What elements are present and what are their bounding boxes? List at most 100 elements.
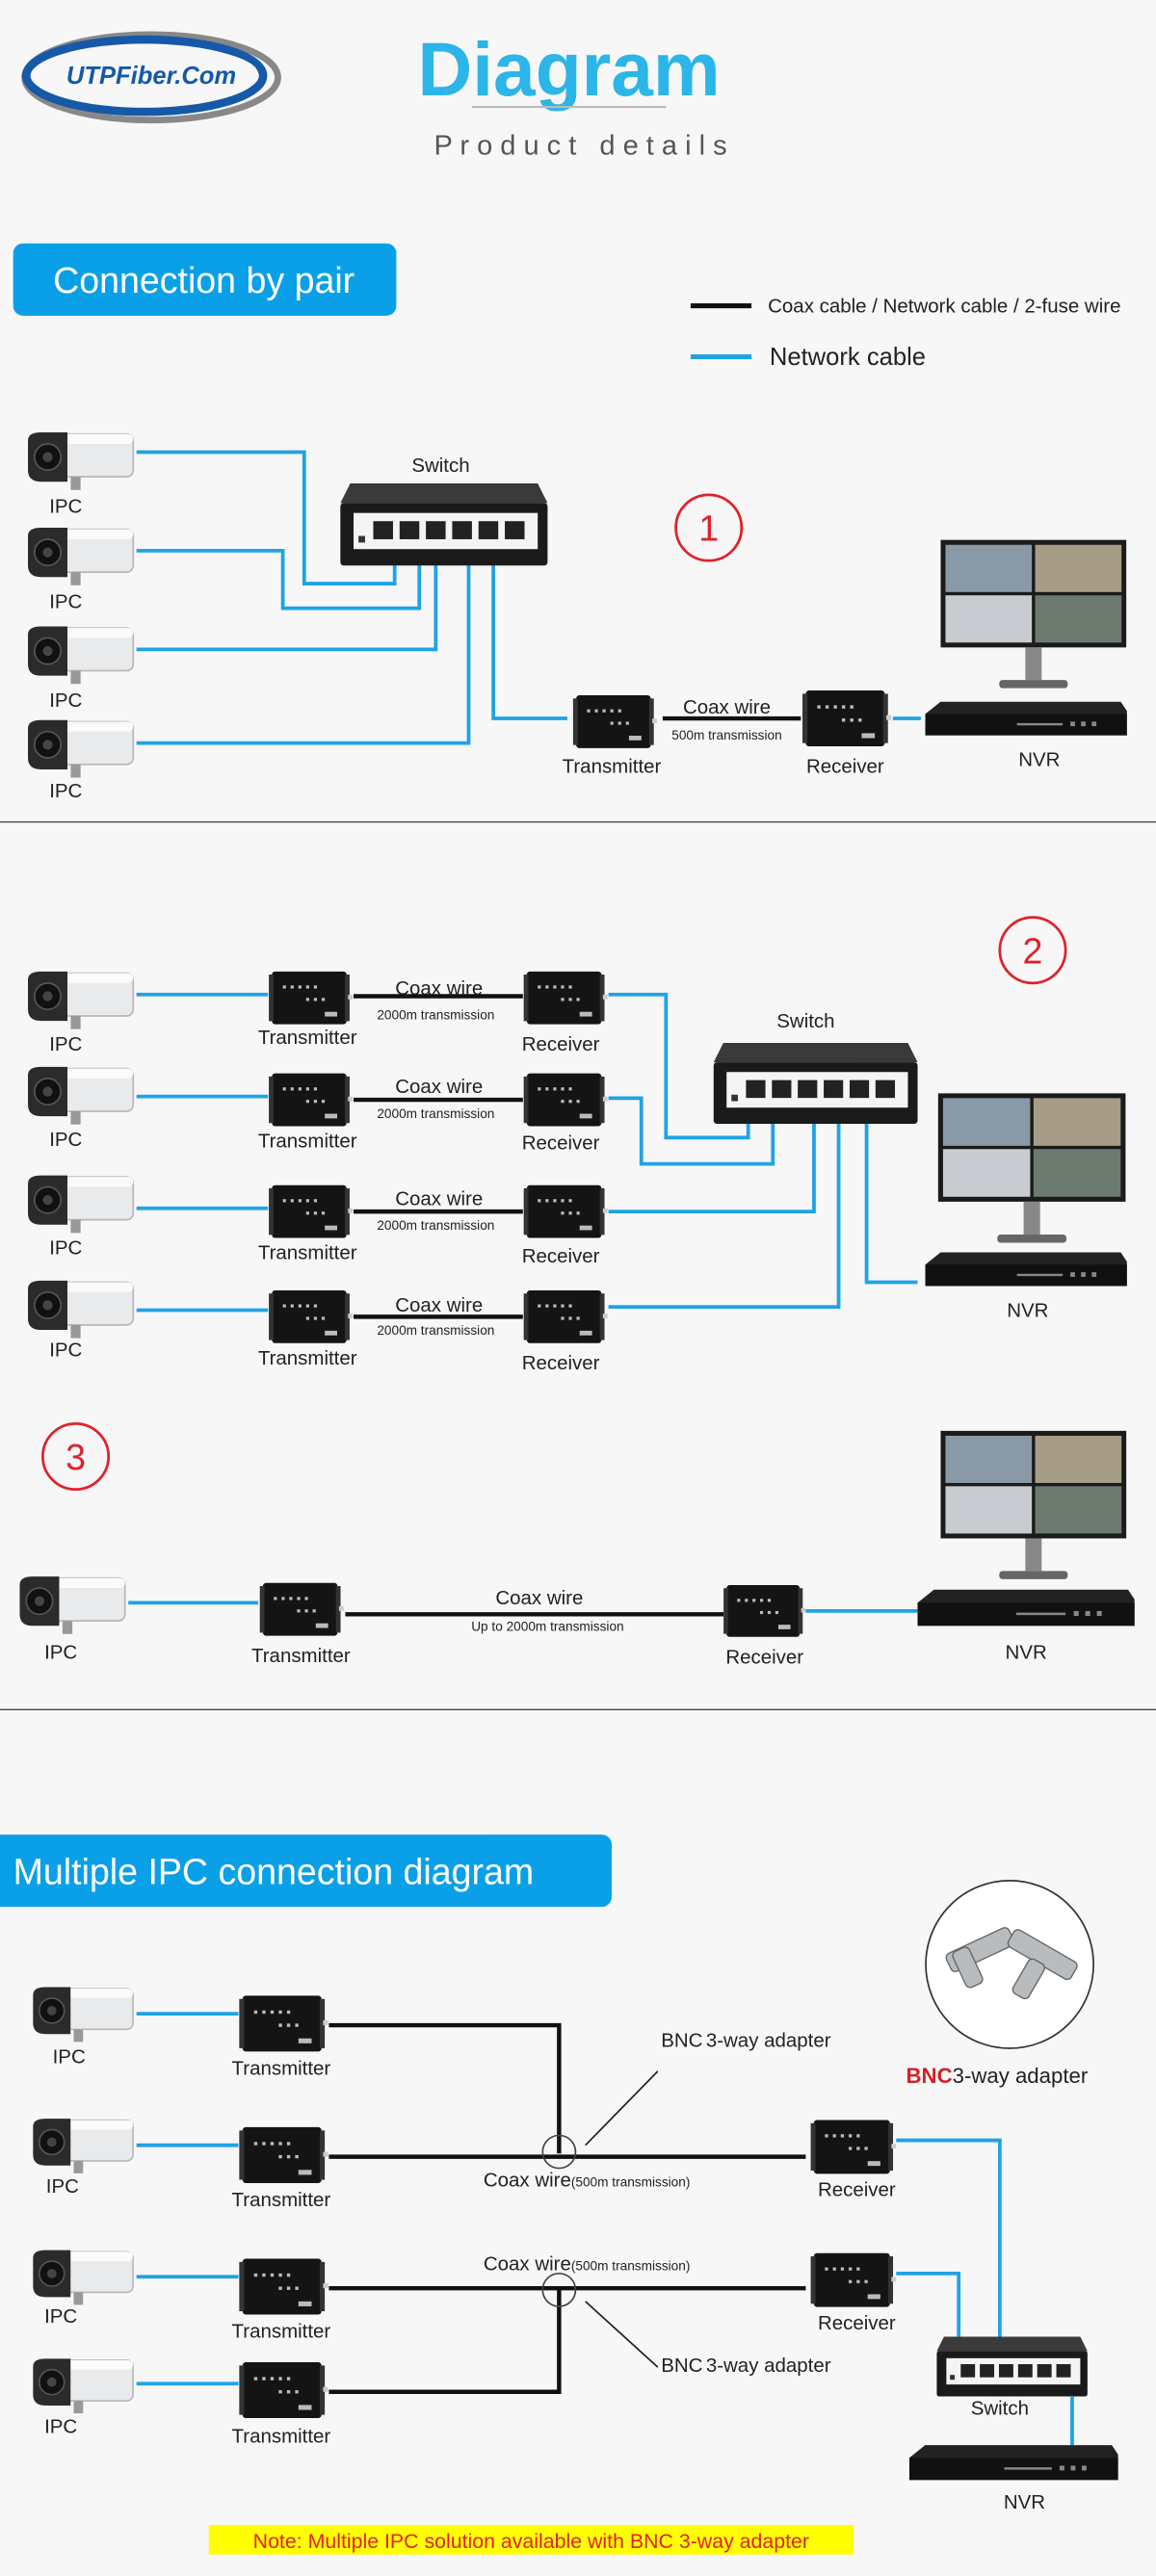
ipc-label: IPC xyxy=(49,1033,82,1055)
logo: UTPFiber.Com xyxy=(21,31,281,124)
switch-label: Switch xyxy=(411,455,469,477)
transmitter-device xyxy=(239,2362,328,2419)
step-number: 2 xyxy=(1023,930,1043,971)
transmitter-label: Transmitter xyxy=(232,2426,331,2448)
receiver-device xyxy=(802,690,892,747)
nvr-device xyxy=(908,2445,1118,2481)
receiver-label: Receiver xyxy=(806,755,884,777)
nvr-label: NVR xyxy=(1006,1641,1047,1663)
switch-label: Switch xyxy=(776,1010,834,1032)
legend: Coax cable / Network cable / 2-fuse wire… xyxy=(690,295,1120,371)
step-number: 1 xyxy=(698,508,719,549)
step-number-badge xyxy=(674,493,744,562)
receiver-label: Receiver xyxy=(522,1352,600,1374)
ipc-label: IPC xyxy=(53,2045,86,2068)
transmitter-label: Transmitter xyxy=(251,1645,351,1667)
nvr-device xyxy=(917,1589,1135,1626)
coax-wire-label: Coax wire xyxy=(395,1076,483,1098)
switch-device xyxy=(936,2336,1088,2397)
ipc-label: IPC xyxy=(49,1129,82,1151)
receiver-device xyxy=(723,1585,806,1637)
ipc-camera xyxy=(27,1066,135,1126)
page-subtitle: P r o d u c t d e t a i l s xyxy=(434,131,727,162)
bnc-leader-line xyxy=(585,2070,659,2147)
diagram-2: IPC IPC IPC IPC Transmitter Transmitter … xyxy=(27,916,1127,1374)
step-number-badge xyxy=(41,1421,111,1491)
monitor xyxy=(940,539,1127,689)
ipc-label: IPC xyxy=(49,1237,82,1260)
coax-wire-label: Coax wire xyxy=(683,696,771,718)
ipc-label: IPC xyxy=(44,1641,77,1663)
ipc-camera xyxy=(27,625,135,686)
coax-wire-label: Coax wire xyxy=(395,1187,483,1210)
ipc-camera xyxy=(27,431,135,491)
nvr-device xyxy=(925,701,1127,736)
step-number-badge xyxy=(998,916,1067,985)
transmission-label: 500m transmission xyxy=(671,728,781,742)
transmitter-label: Transmitter xyxy=(258,1242,357,1264)
bnc-photo-caption: BNC3-way adapter xyxy=(906,2064,1089,2088)
receiver-label: Receiver xyxy=(522,1245,600,1267)
monitor xyxy=(937,1093,1126,1243)
receiver-device xyxy=(523,1073,608,1127)
transmitter-label: Transmitter xyxy=(258,1131,357,1153)
nvr-label: NVR xyxy=(1007,1299,1048,1321)
switch-device xyxy=(713,1042,918,1125)
bnc-leader-line xyxy=(585,2301,659,2368)
transmitter-device xyxy=(259,1582,344,1636)
receiver-label: Receiver xyxy=(522,1033,600,1055)
ipc-camera xyxy=(32,2249,134,2306)
receiver-device xyxy=(810,2120,897,2174)
connection-by-pair-button: Connection by pair xyxy=(13,243,397,316)
transmitter-device xyxy=(239,2126,328,2183)
transmitter-device xyxy=(269,1073,354,1127)
ipc-camera xyxy=(32,2118,134,2174)
transmitter-device xyxy=(269,971,354,1025)
transmitter-label: Transmitter xyxy=(563,755,662,777)
nvr-label: NVR xyxy=(1004,2491,1045,2513)
receiver-device xyxy=(810,2252,897,2307)
transmission-label: Up to 2000m transmission xyxy=(471,1619,623,1633)
ipc-camera xyxy=(32,2357,134,2414)
transmission-label: 2000m transmission xyxy=(377,1218,494,1233)
receiver-device xyxy=(523,1184,608,1238)
transmitter-label: Transmitter xyxy=(232,2057,331,2079)
ipc-camera xyxy=(27,718,135,779)
ipc-label: IPC xyxy=(49,1339,82,1361)
bnc-adapter-photo xyxy=(925,1880,1094,2049)
multiple-ipc-button: Multiple IPC connection diagram xyxy=(0,1834,612,1908)
ipc-label: IPC xyxy=(44,2415,77,2437)
ipc-camera xyxy=(27,1174,135,1235)
transmitter-label: Transmitter xyxy=(258,1027,357,1049)
transmitter-device xyxy=(239,1995,328,2052)
diagram-3: 3 IPC Transmitter Coax wire Up to 2000m … xyxy=(18,1421,1135,1669)
coax-wire-label: Coax wire(500m transmission) xyxy=(484,2169,691,2191)
ipc-label: IPC xyxy=(49,591,82,613)
multiple-ipc-diagram: IPC IPC IPC IPC Transmitter Transmitter … xyxy=(32,1880,1118,2555)
transmitter-device xyxy=(572,695,657,748)
note-highlight xyxy=(208,2524,854,2555)
nvr-device xyxy=(925,1252,1127,1287)
monitor xyxy=(940,1430,1127,1579)
ipc-label: IPC xyxy=(49,690,82,712)
transmitter-label: Transmitter xyxy=(232,2189,331,2211)
receiver-device xyxy=(523,971,608,1025)
note-text: Note: Multiple IPC solution available wi… xyxy=(253,2530,809,2553)
section-title: Connection by pair xyxy=(53,260,355,300)
ipc-camera xyxy=(27,1279,135,1340)
diagram-1: IPC IPC IPC IPC Switch 1 Transmitter Coa… xyxy=(27,431,1127,802)
page-title: Diagram xyxy=(418,27,721,112)
switch-label: Switch xyxy=(971,2398,1029,2420)
ipc-camera xyxy=(32,1986,134,2043)
transmitter-label: Transmitter xyxy=(258,1347,357,1369)
step-number: 3 xyxy=(66,1437,86,1477)
ipc-camera xyxy=(18,1575,126,1635)
receiver-device xyxy=(523,1289,608,1343)
legend-label-coax: Coax cable / Network cable / 2-fuse wire xyxy=(768,295,1120,317)
ipc-camera xyxy=(27,527,135,586)
section-title: Multiple IPC connection diagram xyxy=(13,1851,535,1891)
switch-device xyxy=(340,482,548,566)
ipc-label: IPC xyxy=(44,2305,77,2328)
